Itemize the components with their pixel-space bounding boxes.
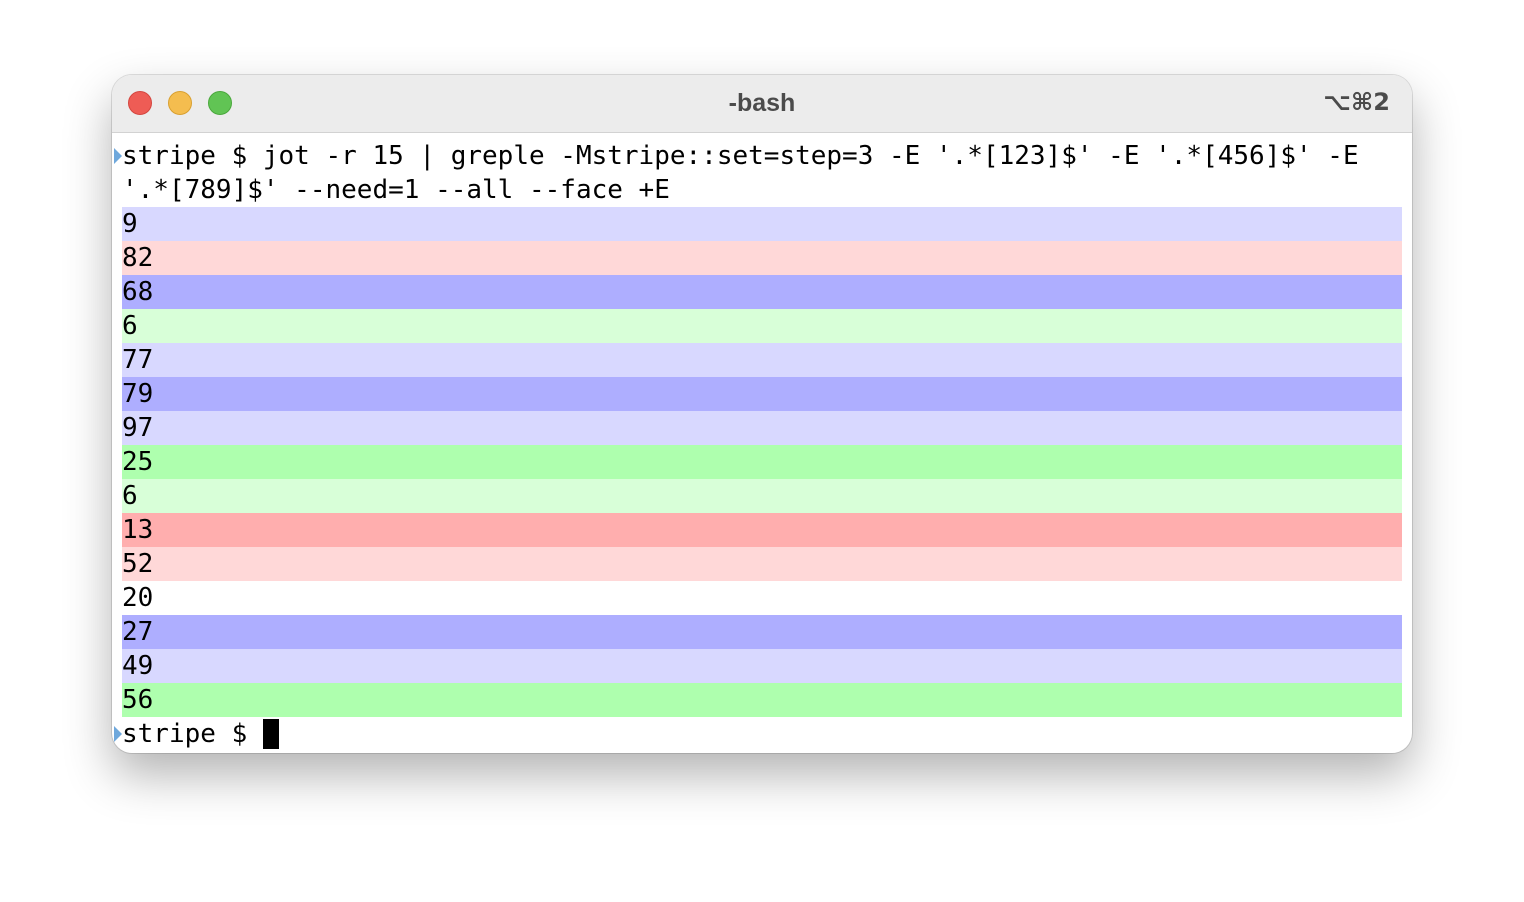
terminal-content[interactable]: stripe $ jot -r 15 | greple -Mstripe::se… xyxy=(112,133,1412,753)
output-row: 97 xyxy=(122,411,1402,445)
output-row: 25 xyxy=(122,445,1402,479)
output-row: 6 xyxy=(122,309,1402,343)
terminal-window: -bash ⌥⌘2 stripe $ jot -r 15 | greple -M… xyxy=(112,75,1412,753)
window-shortcut: ⌥⌘2 xyxy=(1323,88,1390,116)
output-row: 68 xyxy=(122,275,1402,309)
title-bar: -bash ⌥⌘2 xyxy=(112,75,1412,133)
output-row: 20 xyxy=(122,581,1402,615)
cursor xyxy=(262,719,279,749)
output-row: 6 xyxy=(122,479,1402,513)
zoom-button[interactable] xyxy=(208,91,232,115)
output-row: 82 xyxy=(122,241,1402,275)
output-row: 27 xyxy=(122,615,1402,649)
output-row: 56 xyxy=(122,683,1402,717)
command-line-2: '.*[789]$' --need=1 --all --face +E xyxy=(122,175,670,205)
prompt-line[interactable]: stripe $ xyxy=(122,717,1402,751)
prompt-mark-icon xyxy=(114,148,122,164)
prompt-mark-icon xyxy=(114,726,122,742)
output-row: 13 xyxy=(122,513,1402,547)
output-row: 49 xyxy=(122,649,1402,683)
window-title: -bash xyxy=(728,89,796,117)
output-row: 79 xyxy=(122,377,1402,411)
output-row: 9 xyxy=(122,207,1402,241)
minimize-button[interactable] xyxy=(168,91,192,115)
output-row: 52 xyxy=(122,547,1402,581)
close-button[interactable] xyxy=(128,91,152,115)
prompt-text: stripe $ xyxy=(122,719,263,749)
output-row: 77 xyxy=(122,343,1402,377)
command-line-1: stripe $ jot -r 15 | greple -Mstripe::se… xyxy=(122,141,1359,171)
